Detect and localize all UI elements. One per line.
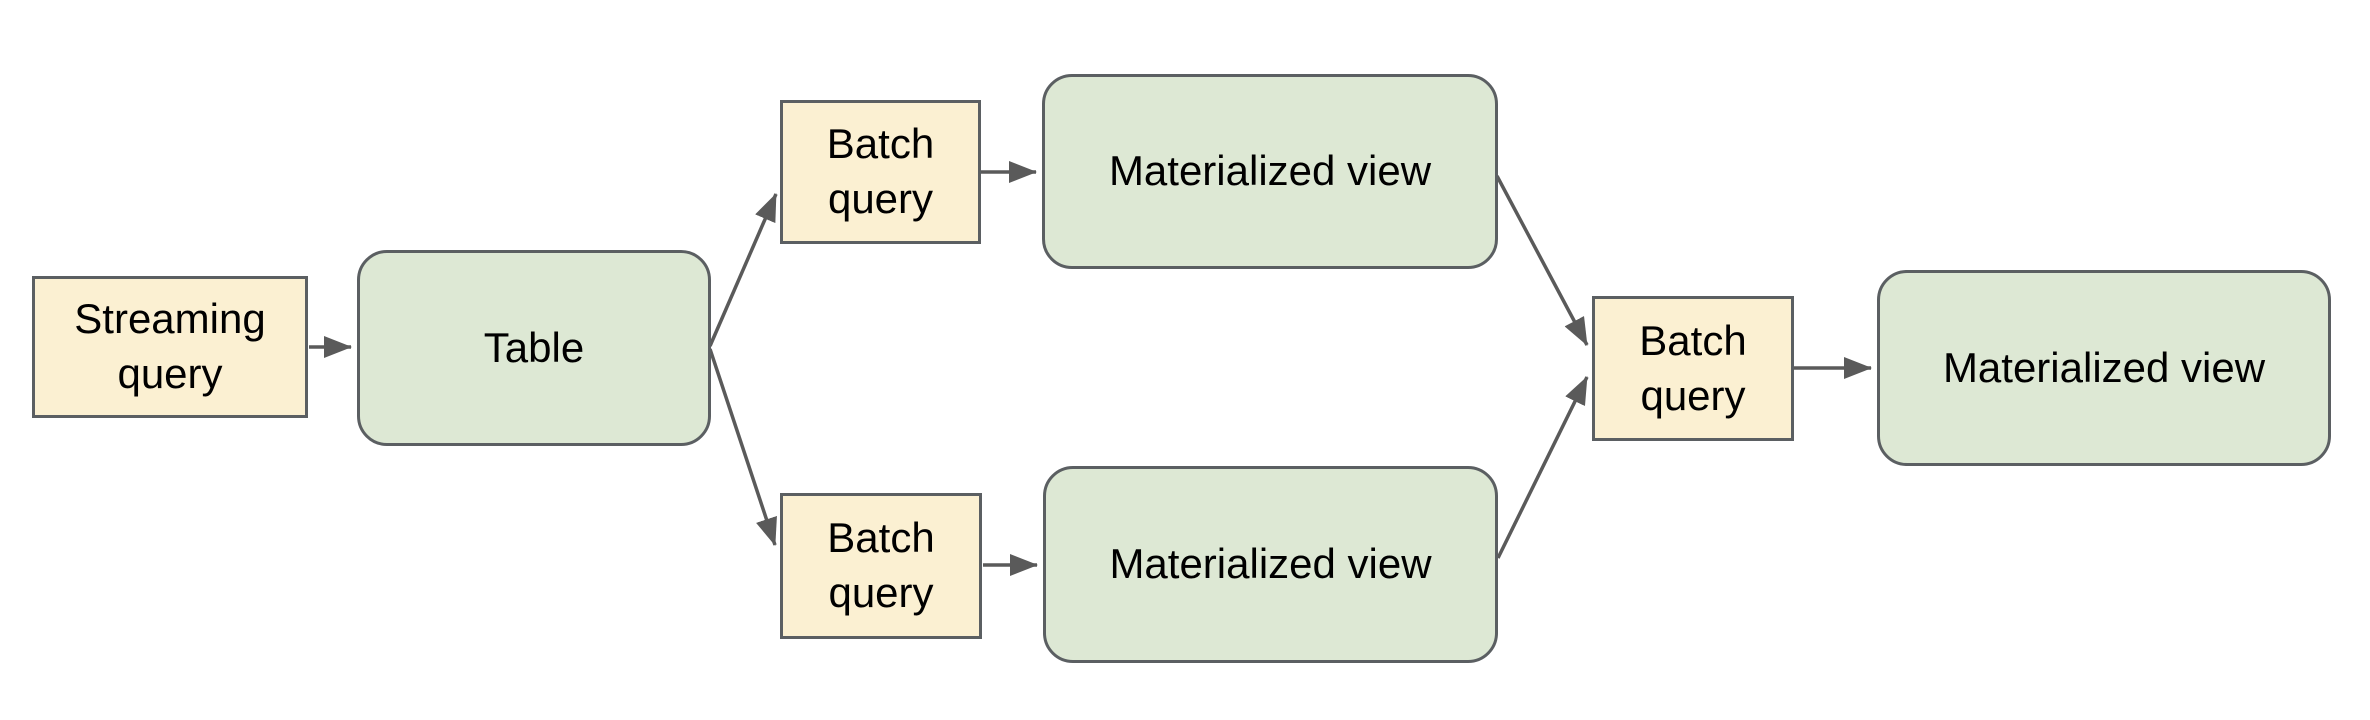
node-streaming-query: Streaming query (32, 276, 308, 418)
node-batch-query-top-label: Batch query (826, 120, 935, 222)
edge-table-to-batch-query-top (708, 193, 778, 347)
node-materialized-view-final: Materialized view (1877, 270, 2331, 466)
node-materialized-view-bottom-label: Materialized view (1109, 540, 1432, 588)
node-batch-query-center: Batch query (1592, 296, 1794, 441)
node-batch-query-center-label: Batch query (1639, 316, 1747, 419)
node-batch-query-top: Batch query (780, 100, 981, 244)
node-table-label: Table (483, 323, 585, 371)
node-batch-query-bottom: Batch query (780, 493, 982, 639)
edge-table-to-batch-query-bottom (708, 348, 777, 546)
edge-materialized-view-top-to-batch-query-center (1495, 175, 1589, 346)
node-batch-query-bottom-label: Batch query (827, 514, 935, 616)
node-materialized-view-top: Materialized view (1042, 74, 1498, 269)
node-streaming-query-label: Streaming query (74, 295, 266, 397)
edge-materialized-view-bottom-to-batch-query-center (1496, 376, 1589, 559)
node-materialized-view-bottom: Materialized view (1043, 466, 1498, 663)
node-materialized-view-top-label: Materialized view (1108, 147, 1432, 195)
node-materialized-view-final-label: Materialized view (1942, 343, 2266, 391)
node-table: Table (357, 250, 711, 446)
